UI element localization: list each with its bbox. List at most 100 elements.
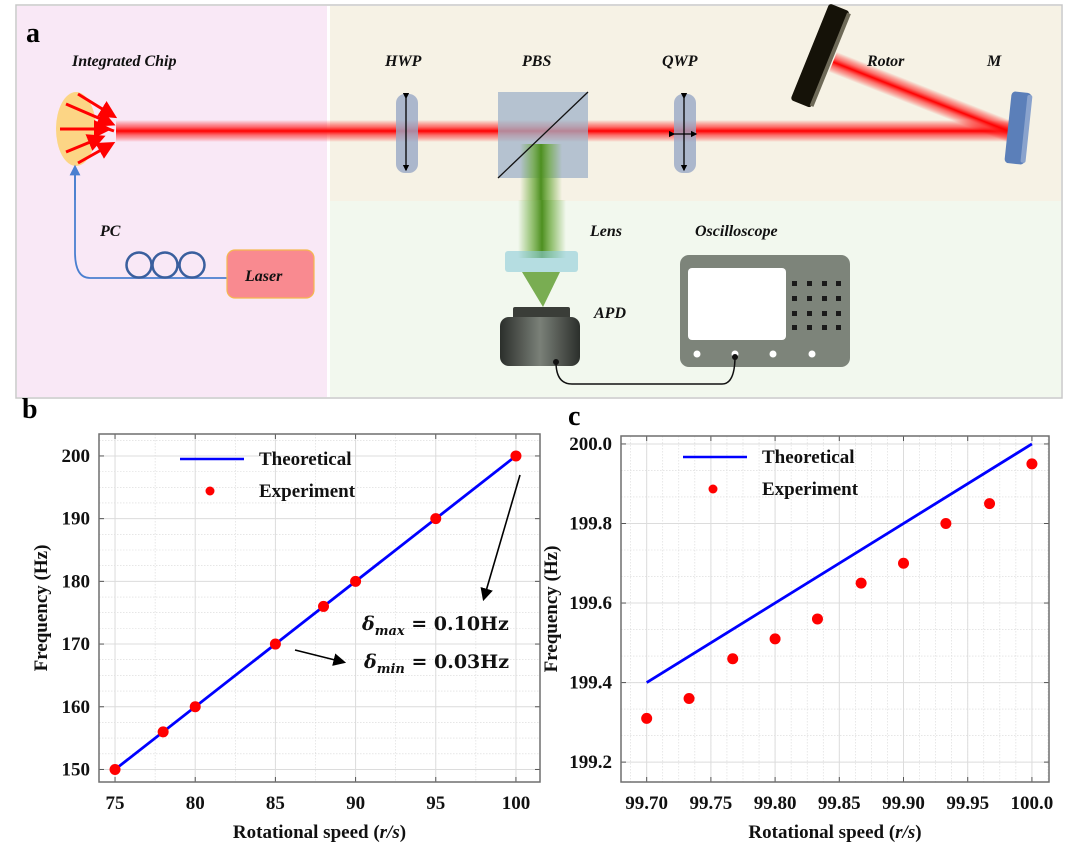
x-tick-label: 100 [502, 793, 531, 814]
x-tick-label: 99.80 [754, 793, 797, 814]
experiment-point [811, 613, 823, 625]
quarter-wave-plate-icon [668, 92, 698, 173]
y-axis-label: Frequency (Hz) [541, 546, 562, 673]
x-axis-label-close: ) [400, 822, 406, 843]
x-axis-label-unit: r/s [895, 822, 915, 843]
focused-beam [522, 272, 560, 307]
y-tick-label: 180 [62, 571, 91, 592]
laser-box [226, 249, 315, 299]
legend-label-theoretical: Theoretical [762, 447, 855, 468]
experiment-point [269, 638, 281, 650]
annotation-delta-max: δmax = 0.10Hz [361, 613, 509, 639]
oscilloscope-icon [680, 255, 850, 367]
experiment-point [1026, 458, 1038, 470]
half-wave-plate-icon [396, 92, 418, 173]
laser-beam-to-rotor [828, 51, 1019, 144]
source-region-bg [17, 6, 327, 397]
x-tick-label: 100.0 [1011, 793, 1054, 814]
x-axis-label-text: Rotational speed ( [748, 822, 895, 843]
mirror-m-icon [1004, 91, 1033, 165]
x-axis-label-text: Rotational speed ( [233, 822, 380, 843]
y-tick-label: 199.4 [569, 673, 612, 694]
plot-area [621, 436, 1049, 782]
x-tick-label: 80 [186, 793, 205, 814]
x-axis-label: Rotational speed (r/s) [748, 822, 921, 843]
experiment-point [189, 701, 201, 713]
theoretical-line [114, 454, 517, 771]
x-tick-label: 99.70 [625, 793, 668, 814]
annotation-subscript: max [375, 624, 405, 639]
annotation-arrow-min [294, 649, 347, 666]
label-qwp: QWP [662, 53, 698, 70]
experiment-point [510, 450, 522, 462]
annotation-arrow-max [480, 474, 521, 602]
label-mirror-m: M [986, 53, 1002, 70]
fiber-loop-icon [151, 251, 179, 279]
y-tick-label: 190 [62, 509, 91, 530]
legend-label-experiment: Experiment [259, 481, 356, 502]
annotation-value: = 0.03Hz [405, 651, 509, 673]
x-tick-label: 75 [106, 793, 125, 814]
y-tick-label: 200.0 [569, 434, 612, 455]
label-pbs: PBS [521, 53, 551, 70]
x-tick-label: 99.95 [946, 793, 989, 814]
cable-connector [553, 359, 559, 365]
experiment-point [641, 712, 653, 724]
panel-label-b: b [22, 394, 38, 425]
polarizing-beam-splitter-icon [497, 91, 589, 200]
y-tick-label: 160 [62, 697, 91, 718]
rotor-mirror-icon [791, 4, 851, 108]
label-rotor: Rotor [866, 53, 905, 70]
label-laser: Laser [244, 268, 283, 285]
annotation-delta-min: δmin = 0.03Hz [363, 651, 509, 677]
legend-dot-swatch [205, 486, 215, 496]
apd-detector-icon [500, 307, 580, 366]
theoretical-line [645, 442, 1033, 684]
panel-label-a: a [26, 18, 40, 49]
label-integrated-chip: Integrated Chip [71, 53, 176, 70]
legend-dot-swatch [708, 484, 718, 494]
label-pc: PC [99, 223, 121, 240]
x-tick-label: 99.75 [690, 793, 733, 814]
experiment-point [855, 577, 867, 589]
x-axis-label-unit: r/s [380, 822, 400, 843]
label-oscilloscope: Oscilloscope [695, 223, 778, 240]
experiment-point [109, 763, 121, 775]
x-tick-label: 99.85 [818, 793, 861, 814]
experiment-point [157, 726, 169, 738]
y-tick-label: 170 [62, 634, 91, 655]
x-axis-label: Rotational speed (r/s) [233, 822, 406, 843]
fiber-loop-icon [178, 251, 206, 279]
fiber-polarization-controller [69, 164, 230, 279]
x-tick-label: 85 [266, 793, 285, 814]
x-tick-label: 90 [346, 793, 365, 814]
annotation-symbol: δ [363, 651, 377, 673]
label-apd: APD [593, 305, 626, 322]
y-tick-label: 199.8 [569, 513, 612, 534]
annotation-symbol: δ [361, 613, 375, 635]
label-lens: Lens [589, 223, 622, 240]
annotation-value: = 0.10Hz [405, 613, 509, 635]
signal-cable [555, 355, 736, 385]
legend-label-theoretical: Theoretical [259, 449, 352, 470]
plot-frame [98, 433, 541, 783]
experiment-point [898, 557, 910, 569]
experiment-point [769, 633, 781, 645]
reflected-beam [518, 200, 566, 258]
x-axis-label-close: ) [915, 822, 921, 843]
y-tick-label: 199.2 [569, 752, 612, 773]
y-tick-label: 199.6 [569, 593, 612, 614]
plot-frame [620, 435, 1050, 783]
y-axis-label: Frequency (Hz) [31, 545, 52, 672]
x-tick-label: 95 [426, 793, 445, 814]
experiment-point [350, 575, 362, 587]
annotation-subscript: min [377, 662, 405, 677]
legend-label-experiment: Experiment [762, 479, 859, 500]
experiment-point [683, 692, 695, 704]
panel-a-schematic: a Integrated Chip PC Laser [15, 4, 1063, 399]
panel-label-c: c [568, 401, 580, 432]
cable-connector [732, 354, 738, 360]
